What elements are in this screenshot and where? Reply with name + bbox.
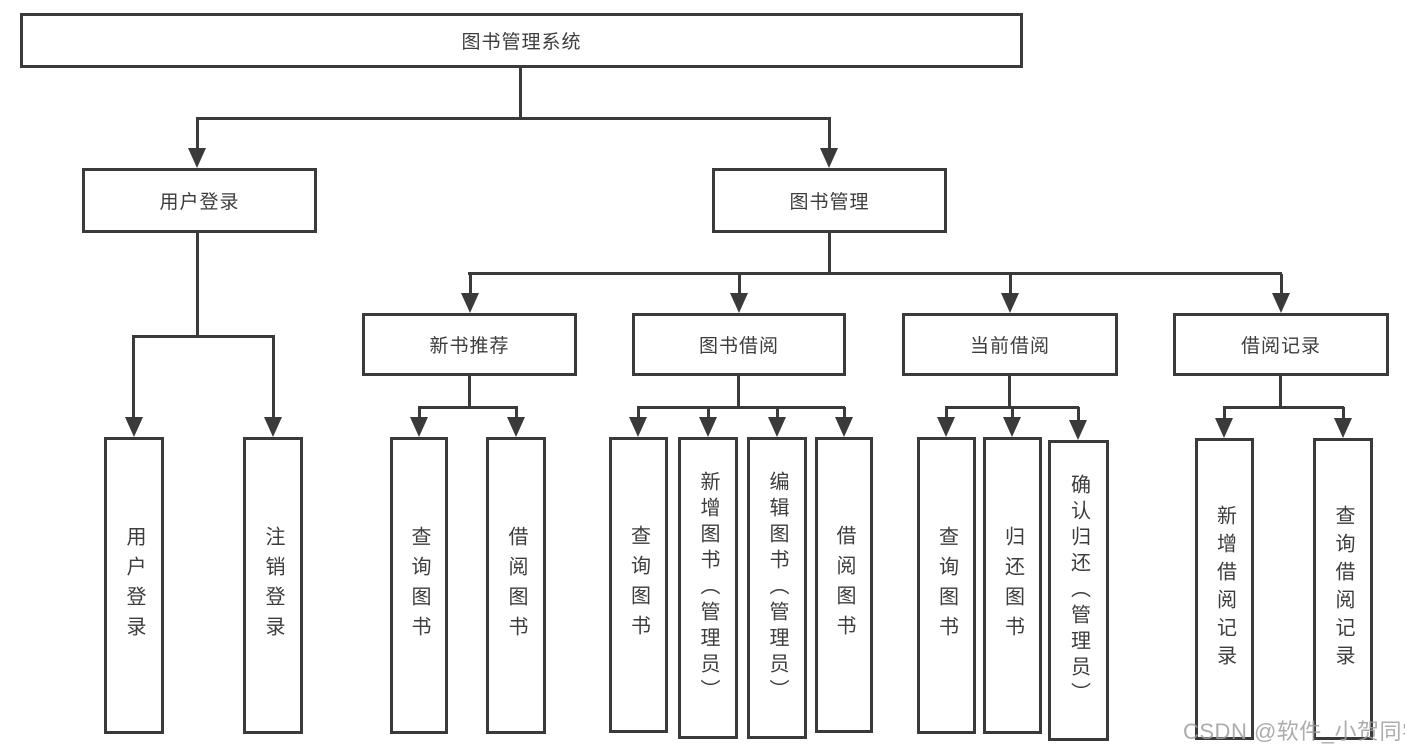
node-book-borrowing: 图书借阅 [632, 313, 846, 376]
connector-stub-nb-borrow [515, 407, 518, 419]
arrowhead-to-bb-query [629, 417, 647, 437]
connector-stub-borrow-records [1280, 274, 1283, 296]
node-label: 用户登录 [159, 192, 240, 213]
arrowhead-to-book-mgmt [820, 148, 838, 168]
connector-stub-br-query [1342, 407, 1345, 419]
node-current-borrowing: 当前借阅 [902, 313, 1118, 376]
node-leaf-current-query-books: 查询图书 [917, 437, 976, 734]
arrowhead-to-bb-edit [768, 417, 786, 437]
node-label: 图书管理 [789, 192, 870, 213]
node-root-library-management-system: 图书管理系统 [20, 13, 1023, 68]
node-leaf-rec-borrow-books: 借阅图书 [486, 437, 546, 734]
node-label: 图书借阅 [698, 336, 779, 357]
node-leaf-user-login: 用户登录 [104, 437, 164, 734]
connector-book-borrow-splitter [637, 406, 845, 409]
connector-stub-cb-confirm [1077, 407, 1080, 421]
arrowhead-to-bb-add [699, 417, 717, 437]
node-leaf-confirm-return-admin: 确认归还（管理员） [1048, 440, 1109, 741]
node-leaf-add-books-admin: 新增图书（管理员） [678, 437, 738, 739]
connector-stub-user-login [196, 118, 199, 152]
node-label: 用户登录 [123, 525, 145, 646]
connector-stub-book-borrow [738, 274, 741, 296]
arrowhead-to-current-borrow [1001, 293, 1019, 313]
arrowhead-to-ul-logout [264, 417, 282, 437]
connector-stub-bb-borrow [843, 407, 846, 419]
node-label: 当前借阅 [969, 336, 1050, 357]
node-new-book-recommendation: 新书推荐 [362, 313, 577, 376]
arrowhead-to-cb-query [937, 417, 955, 437]
node-leaf-add-borrow-record: 新增借阅记录 [1195, 438, 1254, 740]
connector-stub-cb-return [1011, 407, 1014, 419]
connector-user-login-drop [196, 232, 199, 337]
node-label: 确认归还（管理员） [1067, 473, 1090, 708]
node-leaf-borrow-borrow-books: 借阅图书 [815, 437, 873, 733]
node-leaf-query-borrow-record: 查询借阅记录 [1313, 438, 1373, 740]
connector-borrow-records-splitter [1223, 406, 1344, 409]
arrowhead-to-nb-query [410, 417, 428, 437]
connector-stub-bb-query [637, 407, 640, 419]
arrowhead-to-book-borrow [730, 293, 748, 313]
node-leaf-borrow-query-books: 查询图书 [609, 437, 668, 733]
arrowhead-to-cb-confirm [1069, 420, 1087, 440]
node-leaf-return-books: 归还图书 [983, 437, 1042, 734]
connector-stub-current-borrow [1009, 274, 1012, 296]
node-label: 新书推荐 [429, 336, 510, 357]
node-label: 新增借阅记录 [1213, 505, 1236, 673]
connector-borrow-records-drop [1279, 374, 1282, 408]
node-label: 图书管理系统 [461, 32, 582, 53]
node-label: 编辑图书（管理员） [766, 471, 788, 705]
node-label: 注销登录 [262, 525, 284, 646]
connector-stub-bb-edit [776, 407, 779, 419]
connector-stub-nb-query [418, 407, 421, 419]
arrowhead-to-new-book-rec [461, 293, 479, 313]
arrowhead-to-cb-return [1003, 417, 1021, 437]
node-user-login: 用户登录 [82, 168, 317, 233]
node-label: 借阅图书 [833, 525, 855, 645]
node-leaf-rec-query-books: 查询图书 [390, 437, 448, 734]
node-label: 借阅图书 [505, 525, 527, 646]
connector-book-borrow-drop [737, 374, 740, 408]
connector-user-login-splitter [132, 335, 275, 338]
connector-new-book-rec-drop [468, 374, 471, 408]
connector-stub-br-add [1223, 407, 1226, 419]
arrowhead-to-ul-user-login [125, 417, 143, 437]
node-label: 查询图书 [627, 525, 650, 645]
node-label: 查询图书 [935, 525, 958, 646]
node-book-management: 图书管理 [712, 168, 947, 233]
connector-new-book-rec-splitter [418, 406, 518, 409]
node-leaf-edit-books-admin: 编辑图书（管理员） [747, 437, 807, 739]
arrowhead-to-nb-borrow [507, 417, 525, 437]
csdn-watermark: CSDN @软件_小贺同学 [1183, 719, 1405, 744]
arrowhead-to-br-add [1215, 418, 1233, 438]
connector-root-drop [519, 67, 522, 118]
node-label: 借阅记录 [1240, 336, 1321, 357]
connector-current-borrow-drop [1008, 374, 1011, 408]
connector-stub-ul-user-login [132, 337, 135, 421]
connector-stub-ul-logout [272, 337, 275, 421]
connector-level3-splitter [468, 272, 1282, 275]
connector-stub-cb-query [945, 407, 948, 419]
node-label: 查询借阅记录 [1332, 505, 1354, 673]
arrowhead-to-borrow-records [1272, 293, 1290, 313]
arrowhead-to-user-login [188, 148, 206, 168]
node-borrowing-records: 借阅记录 [1173, 313, 1389, 376]
connector-stub-book-mgmt [828, 118, 831, 152]
node-label: 查询图书 [408, 525, 430, 646]
node-label: 归还图书 [1001, 525, 1024, 646]
node-leaf-logout: 注销登录 [243, 437, 303, 734]
node-label: 新增图书（管理员） [697, 471, 719, 705]
arrowhead-to-br-query [1334, 418, 1352, 438]
arrowhead-to-bb-borrow [835, 417, 853, 437]
connector-book-mgmt-drop [828, 232, 831, 275]
connector-level2-splitter [196, 117, 831, 120]
connector-stub-new-book-rec [469, 274, 472, 296]
connector-stub-bb-add [707, 407, 710, 419]
